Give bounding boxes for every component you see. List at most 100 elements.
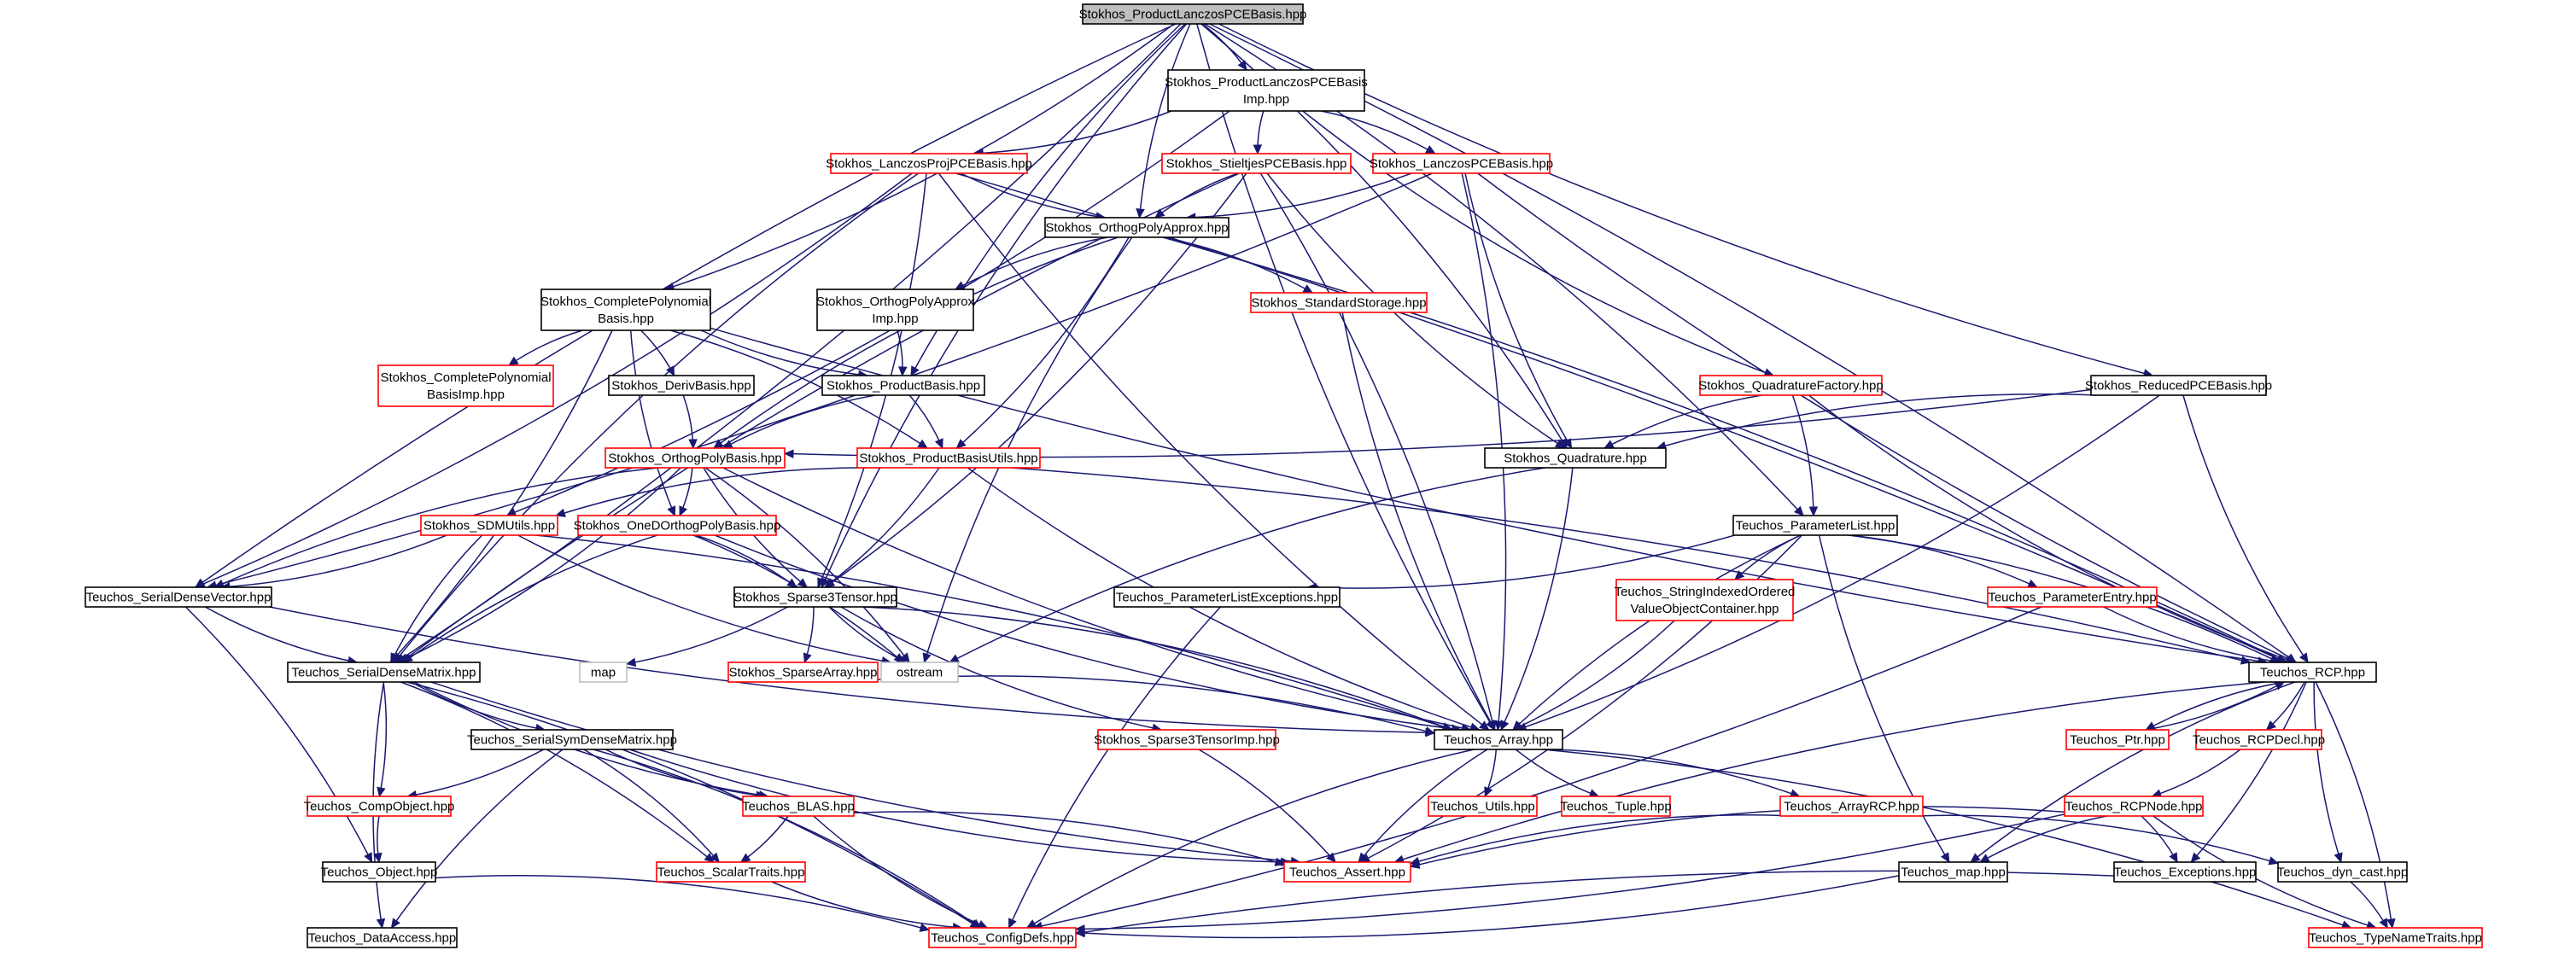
edge-rcpnode-to-assert [1410, 806, 2065, 868]
arrowhead-sdv-to-object [364, 852, 373, 864]
node-rcpdecl[interactable]: Teuchos_RCPDecl.hpp [2193, 729, 2325, 750]
edge-sdm-to-array [535, 534, 1453, 731]
edge-opa-to-opaimp [955, 236, 1108, 290]
node-box-sivoc [1615, 579, 1794, 621]
edge-prodbasis-to-opb [722, 394, 876, 449]
edge-quadfac-to-rcp [1808, 394, 2295, 663]
edge-sdmat-to-cfg [406, 681, 980, 929]
node-lproj[interactable]: Stokhos_LanczosProjPCEBasis.hpp [826, 153, 1032, 174]
node-lanczos[interactable]: Stokhos_LanczosPCEBasis.hpp [1370, 153, 1553, 174]
arrowhead-sdmat-to-dacc [376, 918, 386, 930]
arrowhead-plist-to-pentry [2027, 579, 2038, 588]
node-plexc[interactable]: Teuchos_ParameterListExceptions.hpp [1113, 586, 1341, 608]
edge-sdmat-to-blas [413, 681, 768, 797]
edge-lproj-to-sdmat [394, 172, 920, 663]
node-s3t[interactable]: Stokhos_Sparse3Tensor.hpp [733, 586, 897, 608]
node-dacc[interactable]: Teuchos_DataAccess.hpp [307, 927, 458, 948]
node-plist[interactable]: Teuchos_ParameterList.hpp [1732, 515, 1898, 536]
node-label-cpbimp: Stokhos_CompletePolynomial [380, 370, 551, 385]
node-box-ostream [880, 662, 959, 683]
node-rcp[interactable]: Teuchos_RCP.hpp [2248, 662, 2377, 683]
edge-sctraits-to-cfg [771, 881, 962, 929]
node-label-tmap: Teuchos_map.hpp [1901, 866, 2006, 880]
node-label-cpb: Stokhos_CompletePolynomial [540, 294, 711, 309]
edge-rcp-to-dyncast [2313, 681, 2342, 863]
node-assert[interactable]: Teuchos_Assert.hpp [1283, 861, 1411, 883]
node-object[interactable]: Teuchos_Object.hpp [321, 861, 438, 883]
node-s3timp[interactable]: Stokhos_Sparse3TensorImp.hpp [1094, 729, 1280, 750]
node-label-sdm: Stokhos_SDMUtils.hpp [423, 519, 555, 533]
node-exc[interactable]: Teuchos_Exceptions.hpp [2113, 861, 2257, 883]
edge-lanczos-to-sdv [207, 172, 1433, 588]
arrowhead-sdm-to-sdmat [390, 652, 400, 664]
edge-ssdm-to-cfg [593, 749, 982, 929]
edge-stieltjes-to-s3t [825, 172, 1247, 588]
node-box-deriv [608, 375, 755, 396]
node-sivoc[interactable]: Teuchos_StringIndexedOrderedValueObjectC… [1615, 579, 1796, 621]
node-box-opa [1044, 217, 1230, 238]
node-label-sdmat: Teuchos_SerialDenseMatrix.hpp [292, 666, 476, 680]
node-sdm[interactable]: Stokhos_SDMUtils.hpp [420, 515, 558, 536]
node-box-sdm [420, 515, 558, 536]
node-opb[interactable]: Stokhos_OrthogPolyBasis.hpp [605, 447, 786, 469]
arrowhead-pbutils-to-sdm [555, 508, 566, 517]
node-box-lproj [830, 153, 1028, 174]
node-pentry[interactable]: Teuchos_ParameterEntry.hpp [1987, 586, 2158, 608]
arrowhead-pbutils-to-s3t [824, 578, 835, 588]
arrowhead-dyncast-to-tnt [2379, 918, 2388, 930]
node-root[interactable]: Stokhos_ProductLanczosPCEBasis.hpp [1079, 3, 1307, 25]
node-pbutils[interactable]: Stokhos_ProductBasisUtils.hpp [856, 447, 1041, 469]
node-tuple[interactable]: Teuchos_Tuple.hpp [1560, 796, 1672, 817]
node-label-ptr: Teuchos_Ptr.hpp [2070, 733, 2165, 748]
node-ssdm[interactable]: Teuchos_SerialSymDenseMatrix.hpp [467, 729, 677, 750]
edge-array-to-tuple [1515, 749, 1599, 797]
node-cfg[interactable]: Teuchos_ConfigDefs.hpp [928, 927, 1077, 948]
node-rcpnode[interactable]: Teuchos_RCPNode.hpp [2064, 796, 2204, 817]
node-label-exc: Teuchos_Exceptions.hpp [2114, 866, 2257, 880]
node-oned[interactable]: Stokhos_OneDOrthogPolyBasis.hpp [574, 515, 781, 536]
node-sdmat[interactable]: Teuchos_SerialDenseMatrix.hpp [287, 662, 481, 683]
node-sdv[interactable]: Teuchos_SerialDenseVector.hpp [85, 586, 272, 608]
arrowhead-lanczos-to-array [1493, 720, 1504, 732]
arrowhead-opa-to-opb [713, 439, 724, 449]
node-label-sparr: Stokhos_SparseArray.hpp [729, 666, 878, 680]
edge-sdmat-to-sctraits [400, 681, 715, 863]
node-deriv[interactable]: Stokhos_DerivBasis.hpp [608, 375, 755, 396]
node-reduced[interactable]: Stokhos_ReducedPCEBasis.hpp [2085, 375, 2272, 396]
edge-sdmat-to-ssdm [411, 681, 546, 731]
node-tnt[interactable]: Teuchos_TypeNameTraits.hpp [2308, 927, 2483, 948]
node-stdstor[interactable]: Stokhos_StandardStorage.hpp [1250, 292, 1428, 313]
node-label-tuple: Teuchos_Tuple.hpp [1560, 800, 1671, 814]
node-label-quad: Stokhos_Quadrature.hpp [1504, 452, 1647, 466]
edge-ssdm-to-compobj [407, 749, 545, 797]
edge-opb-to-ostream [704, 467, 910, 663]
arrowhead-plist-to-tmap [1940, 852, 1950, 864]
node-array[interactable]: Teuchos_Array.hpp [1434, 729, 1563, 750]
node-tmap[interactable]: Teuchos_map.hpp [1898, 861, 2008, 883]
node-arcp[interactable]: Teuchos_ArrayRCP.hpp [1779, 796, 1924, 817]
node-quad[interactable]: Stokhos_Quadrature.hpp [1484, 447, 1667, 469]
node-dyncast[interactable]: Teuchos_dyn_cast.hpp [2277, 861, 2408, 883]
arrowhead-rcp-to-dyncast [2334, 852, 2343, 864]
node-opa[interactable]: Stokhos_OrthogPolyApprox.hpp [1044, 217, 1230, 238]
node-quadfac[interactable]: Stokhos_QuadratureFactory.hpp [1698, 375, 1884, 396]
node-ptr[interactable]: Teuchos_Ptr.hpp [2065, 729, 2170, 750]
node-compobj[interactable]: Teuchos_CompObject.hpp [304, 796, 455, 817]
node-box-quadfac [1699, 375, 1883, 396]
arrowhead-quad-to-array [1500, 720, 1510, 732]
node-sparr[interactable]: Stokhos_SparseArray.hpp [727, 662, 879, 683]
edge-opb-to-sdv [214, 467, 659, 588]
node-box-sdmat [287, 662, 481, 683]
node-blas[interactable]: Teuchos_BLAS.hpp [742, 796, 855, 817]
node-utils[interactable]: Teuchos_Utils.hpp [1428, 796, 1538, 817]
node-stieltjes[interactable]: Stokhos_StieltjesPCEBasis.hpp [1161, 153, 1352, 174]
edge-opa-to-pbutils [955, 236, 1130, 449]
edge-rcp-to-exc [2190, 681, 2307, 863]
node-sctraits[interactable]: Teuchos_ScalarTraits.hpp [656, 861, 806, 883]
node-prodbasis[interactable]: Stokhos_ProductBasis.hpp [821, 375, 985, 396]
